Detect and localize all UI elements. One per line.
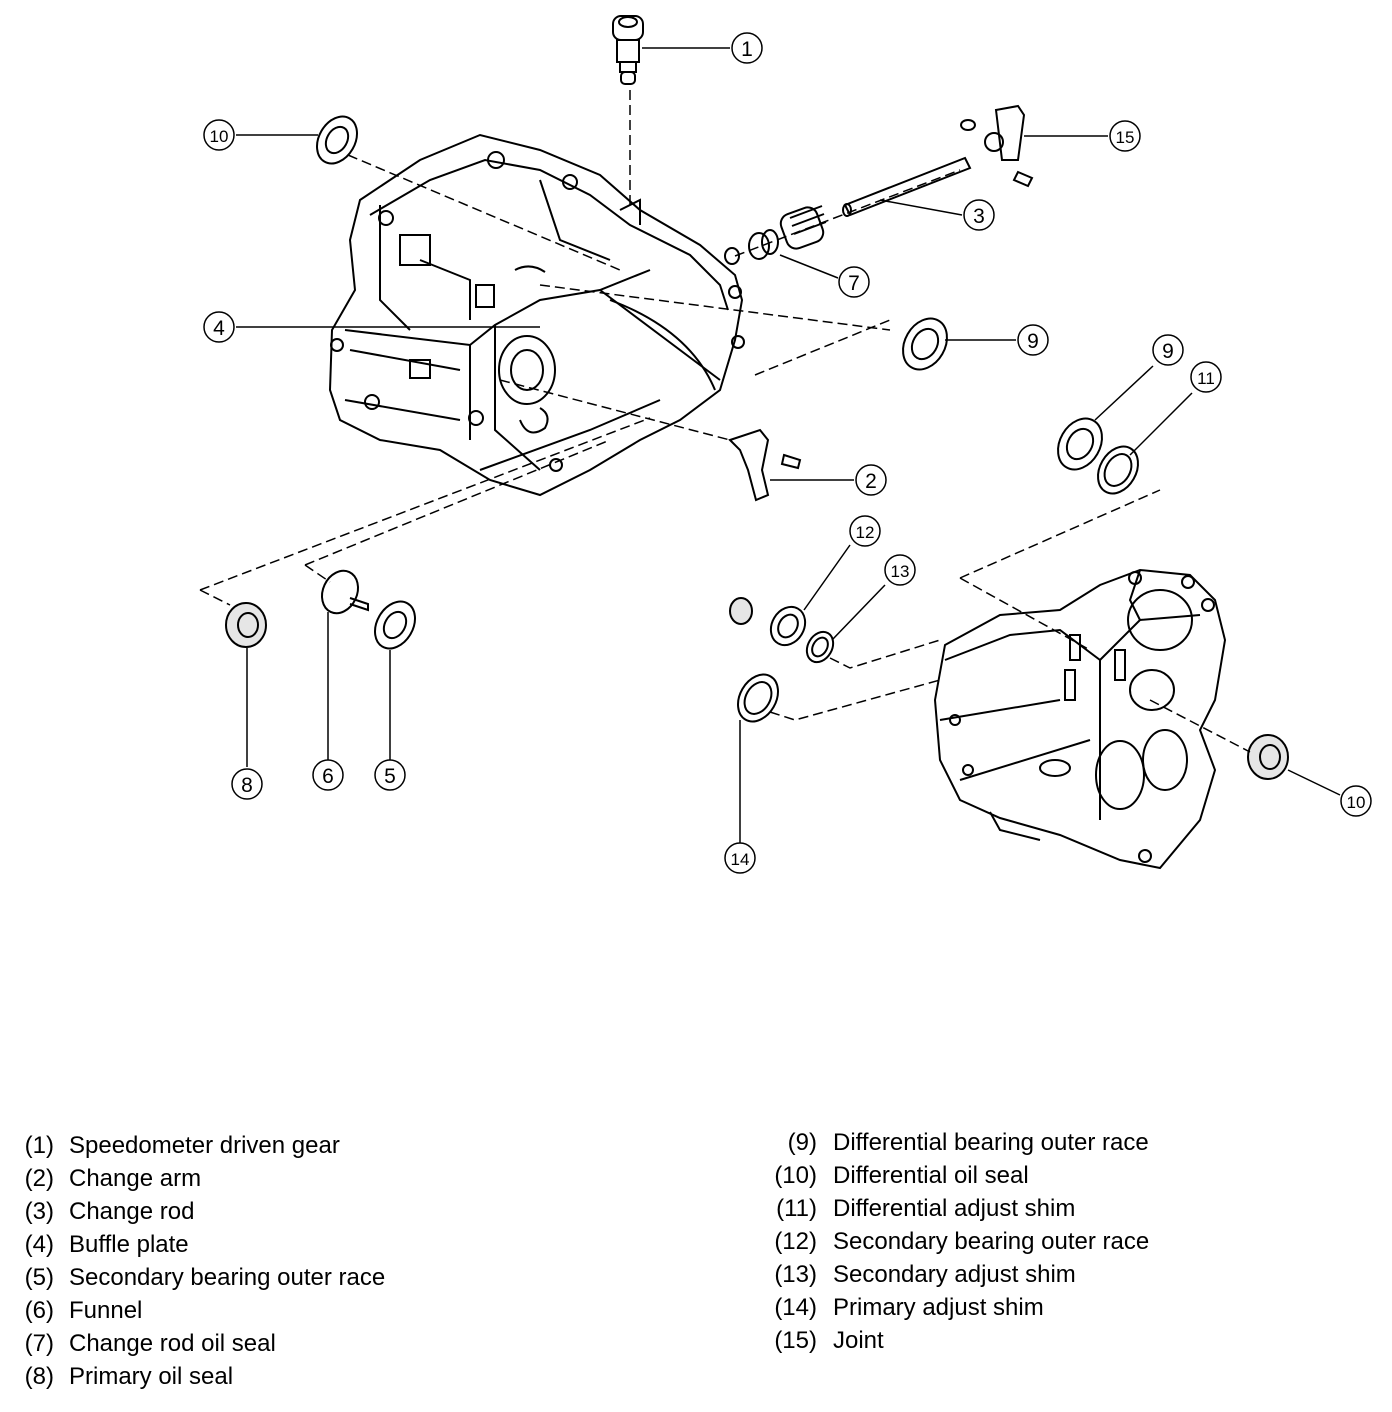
differential-oil-seal-top — [316, 115, 358, 165]
callout-10-right: 10 — [1340, 785, 1372, 817]
callout-6: 6 — [312, 759, 344, 791]
callout-4: 4 — [203, 311, 235, 343]
callout-10-top: 10 — [203, 119, 235, 151]
primary-adjust-shim-part — [737, 673, 779, 723]
svg-text:8: 8 — [241, 774, 253, 797]
change-rod-part — [842, 156, 972, 217]
legend-right-column: (9)Differential bearing outer race (10)D… — [774, 1129, 1150, 1354]
differential-bearing-outer-race-right — [1057, 417, 1103, 471]
callout-1: 1 — [731, 32, 763, 64]
leader-lines — [236, 47, 1341, 843]
callout-13: 13 — [884, 554, 916, 586]
differential-oil-seal-right — [1247, 734, 1289, 780]
svg-text:3: 3 — [973, 205, 985, 228]
svg-text:5: 5 — [384, 765, 396, 788]
joint-part — [960, 104, 1034, 188]
svg-text:4: 4 — [213, 317, 225, 340]
svg-text:10: 10 — [1347, 793, 1366, 812]
callout-15: 15 — [1109, 120, 1141, 152]
callout-9-top: 9 — [1017, 324, 1049, 356]
svg-text:11: 11 — [1197, 369, 1215, 388]
svg-text:9: 9 — [1027, 330, 1039, 353]
secondary-bearing-outer-race-left — [374, 600, 416, 650]
callout-14: 14 — [724, 842, 756, 874]
differential-adjust-shim-part — [1097, 445, 1139, 495]
callout-8: 8 — [231, 768, 263, 800]
callout-markers: 1 10 15 3 7 4 9 9 11 2 12 13 8 6 5 10 14 — [203, 32, 1372, 874]
svg-text:12: 12 — [856, 523, 875, 542]
secondary-adjust-shim-part — [805, 630, 835, 664]
svg-text:13: 13 — [891, 562, 910, 581]
transmission-case-right — [933, 568, 1227, 870]
primary-oil-seal-part — [225, 602, 267, 648]
svg-text:10: 10 — [210, 127, 229, 146]
callout-12: 12 — [849, 515, 881, 547]
exploded-view-diagram: 1 10 15 3 7 4 9 9 11 2 12 13 8 6 5 10 14 — [199, 15, 1372, 874]
svg-text:2: 2 — [865, 470, 877, 493]
callout-5: 5 — [374, 759, 406, 791]
change-arm-part — [728, 428, 802, 502]
transmission-case-left — [328, 133, 745, 497]
callout-2: 2 — [855, 464, 887, 496]
speedometer-driven-gear-part — [612, 15, 644, 85]
change-rod-oil-seal-part — [724, 205, 827, 265]
svg-text:6: 6 — [322, 765, 334, 788]
callout-11: 11 — [1190, 361, 1222, 393]
svg-text:9: 9 — [1162, 340, 1174, 363]
svg-text:7: 7 — [848, 272, 860, 295]
callout-3: 3 — [963, 199, 995, 231]
legend-left-column: (1)Speedometer driven gear (2)Change arm… — [24, 1132, 386, 1390]
svg-text:14: 14 — [731, 850, 750, 869]
funnel-part — [321, 569, 369, 615]
differential-bearing-outer-race-top — [902, 317, 948, 371]
callout-9-right: 9 — [1152, 334, 1184, 366]
svg-text:15: 15 — [1116, 128, 1135, 147]
secondary-bearing-outer-race-right — [729, 597, 807, 647]
alignment-lines — [199, 90, 1251, 753]
svg-text:1: 1 — [741, 38, 753, 61]
callout-7: 7 — [838, 266, 870, 298]
